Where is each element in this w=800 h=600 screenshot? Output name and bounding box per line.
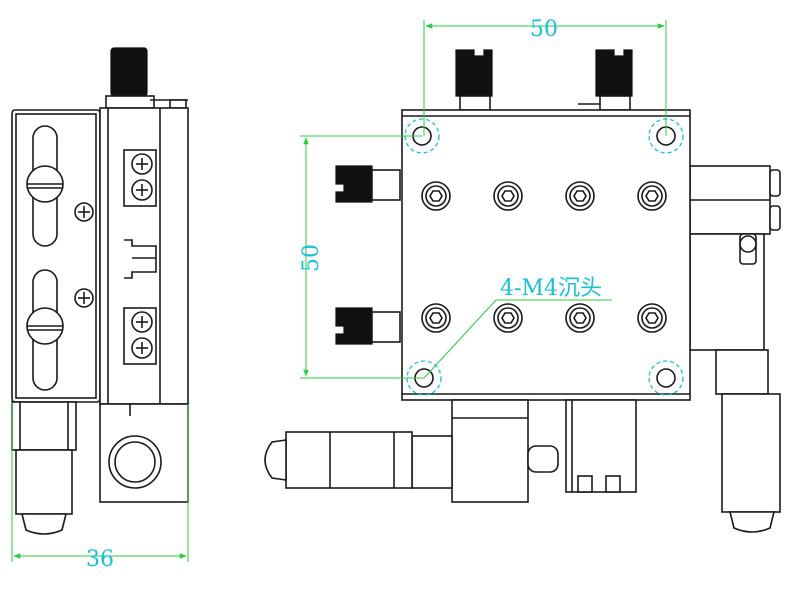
side-left-plate xyxy=(11,109,101,403)
hole-callout: 4-M4沉头 xyxy=(423,276,612,379)
dim-side-width: 36 xyxy=(11,402,189,572)
front-left-knob-upper xyxy=(335,165,401,203)
side-screw-block-top xyxy=(123,149,157,207)
mount-hole-bottom-right xyxy=(648,360,684,396)
dim-width-top-label: 50 xyxy=(530,17,558,42)
front-top-knob-right xyxy=(578,49,633,111)
side-cross-screw-1 xyxy=(74,202,94,222)
dim-side-width-label: 36 xyxy=(86,547,114,572)
front-lower-body xyxy=(451,399,637,503)
front-right-actuator xyxy=(689,165,781,533)
front-top-knob-left xyxy=(455,49,493,111)
side-slot-lower xyxy=(26,269,64,391)
dim-height-left: 50 xyxy=(299,135,424,379)
dim-height-left-label: 50 xyxy=(299,244,324,272)
side-screw-block-bottom xyxy=(123,307,157,365)
side-view: 36 xyxy=(11,47,189,572)
side-bottom-housing xyxy=(99,403,189,503)
dim-width-top: 50 xyxy=(423,17,667,136)
hex-screw-row-2 xyxy=(421,303,667,333)
side-cross-screw-2 xyxy=(74,288,94,308)
front-left-knob-lower xyxy=(335,307,401,345)
side-top-knob xyxy=(105,47,188,109)
front-main-block xyxy=(401,109,691,401)
side-bottom-micrometer xyxy=(11,401,77,535)
hole-callout-label: 4-M4沉头 xyxy=(500,276,602,301)
hex-screw-row-1 xyxy=(421,181,667,211)
front-bottom-micrometer xyxy=(264,431,453,489)
side-slot-upper xyxy=(26,125,64,247)
side-center-notch xyxy=(124,239,157,279)
front-view: 50 50 4-M4沉头 xyxy=(264,17,781,533)
